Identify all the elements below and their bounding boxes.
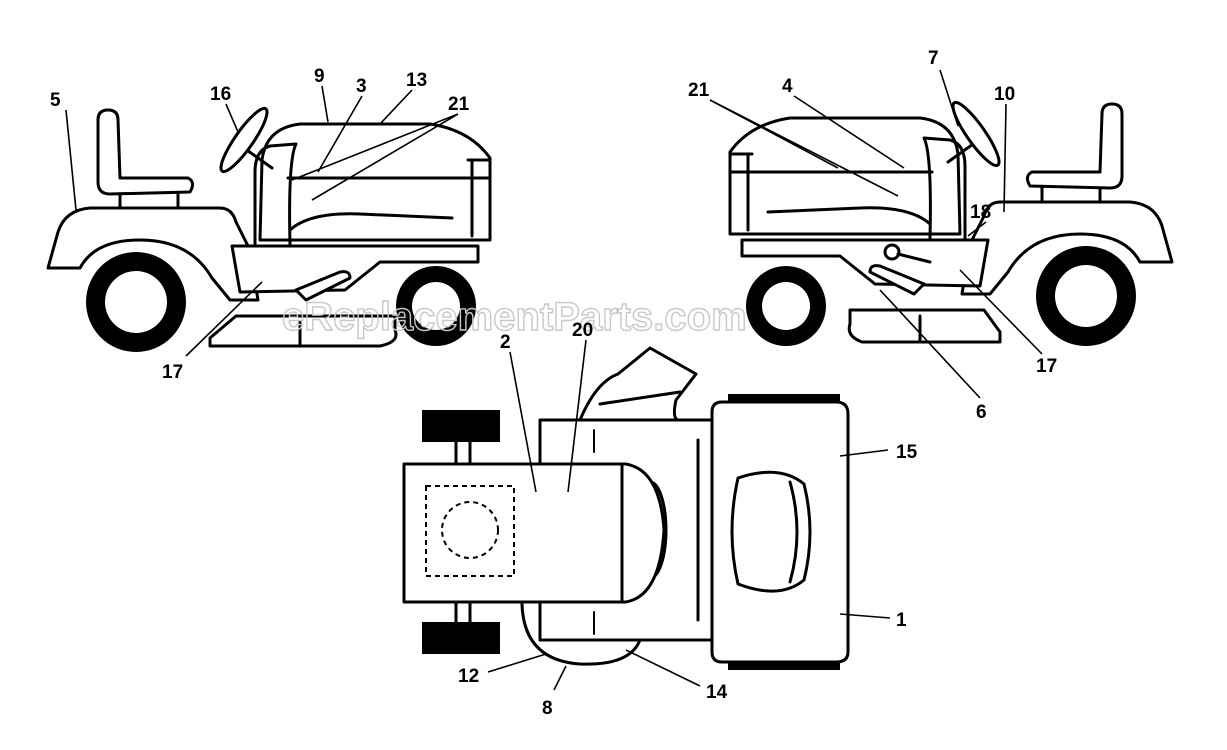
callout-21-right: 21	[688, 80, 710, 101]
discharge-chute	[578, 346, 698, 422]
callout-1: 1	[896, 610, 907, 631]
leader-9	[321, 85, 329, 123]
watermark-text: eReplacementParts.com	[282, 295, 747, 339]
dash-console	[253, 142, 298, 246]
engine-outline	[425, 485, 515, 577]
mower-deck	[208, 314, 398, 348]
tractor-right-view	[728, 100, 1174, 346]
callout-18: 18	[970, 202, 991, 223]
front-wheel-hub	[762, 282, 810, 330]
leader-17a	[185, 281, 263, 357]
seat-post	[118, 192, 180, 210]
callout-5: 5	[50, 90, 61, 111]
leader-17b	[959, 269, 1043, 355]
leader-12	[487, 653, 547, 673]
engine-cap-outline	[441, 501, 499, 559]
steering-wheel	[951, 100, 1001, 168]
throttle-knob	[883, 243, 901, 261]
leader-4	[793, 95, 905, 169]
hood	[258, 122, 492, 242]
leader-6	[879, 289, 981, 399]
leader-10	[1003, 103, 1007, 213]
hood-lower-panel	[766, 206, 932, 226]
leader-3	[317, 95, 363, 173]
callout-8: 8	[542, 698, 553, 719]
hood	[728, 116, 962, 236]
steering-wheel	[219, 106, 269, 174]
leader-7	[939, 69, 959, 127]
seat	[96, 108, 195, 196]
leader-2	[509, 351, 537, 493]
leader-13	[379, 89, 413, 125]
leader-16	[225, 103, 239, 133]
callout-13: 13	[406, 70, 427, 91]
foot-pedal	[868, 264, 926, 296]
callout-labels: 5 16 9 3 13 21 17 21 4 7 10 18 17 6 2 20…	[50, 48, 1057, 719]
dash-console	[922, 136, 967, 240]
callout-14: 14	[706, 682, 728, 703]
leader-21b	[709, 99, 899, 197]
callout-3: 3	[356, 76, 367, 97]
mower-deck	[847, 308, 1002, 344]
discharge-chute-fold	[598, 390, 682, 406]
mower-deck-skirt	[520, 594, 642, 666]
hood-top	[402, 462, 666, 604]
callout-2: 2	[500, 332, 511, 353]
hood-grille	[728, 152, 754, 232]
front-axle-stub	[454, 440, 472, 624]
callout-7: 7	[928, 48, 939, 69]
leader-1	[839, 613, 891, 619]
leader-5	[65, 109, 77, 211]
foot-pedal	[294, 270, 352, 302]
leader-20	[567, 339, 587, 493]
rear-wheel-hub	[1055, 265, 1117, 327]
leader-14	[625, 649, 701, 687]
seat	[1025, 102, 1124, 190]
callout-10: 10	[994, 84, 1015, 105]
hood-grille	[466, 158, 492, 238]
leader-lines	[65, 69, 1043, 691]
frame-deck	[230, 244, 480, 294]
callout-16: 16	[210, 84, 231, 105]
front-wheel-hub	[412, 282, 460, 330]
leader-8	[553, 665, 567, 691]
callout-20: 20	[572, 320, 593, 341]
callout-15: 15	[896, 442, 918, 463]
callout-6: 6	[976, 402, 987, 423]
leader-21a	[291, 113, 459, 201]
throttle-lever	[896, 252, 932, 264]
tractor-left-view	[46, 106, 492, 352]
callout-17-right: 17	[1036, 356, 1057, 377]
rear-fender	[46, 206, 260, 302]
tractor-top-view	[402, 346, 850, 670]
leader-18	[967, 221, 987, 237]
callout-17-left: 17	[162, 362, 183, 383]
callout-4: 4	[782, 76, 793, 97]
rear-wheel-hub	[105, 271, 167, 333]
callout-12: 12	[458, 666, 479, 687]
seat-top	[730, 470, 812, 593]
frame-deck	[740, 238, 990, 288]
front-wheel-left	[422, 410, 500, 442]
rear-fender	[960, 200, 1174, 296]
front-wheel-right	[422, 622, 500, 654]
seat-post	[1040, 186, 1102, 204]
callout-9: 9	[314, 66, 325, 87]
hood-lower-panel	[288, 212, 454, 232]
leader-15	[839, 449, 889, 457]
seat-back-top	[788, 480, 799, 584]
callout-21-left: 21	[448, 94, 470, 115]
